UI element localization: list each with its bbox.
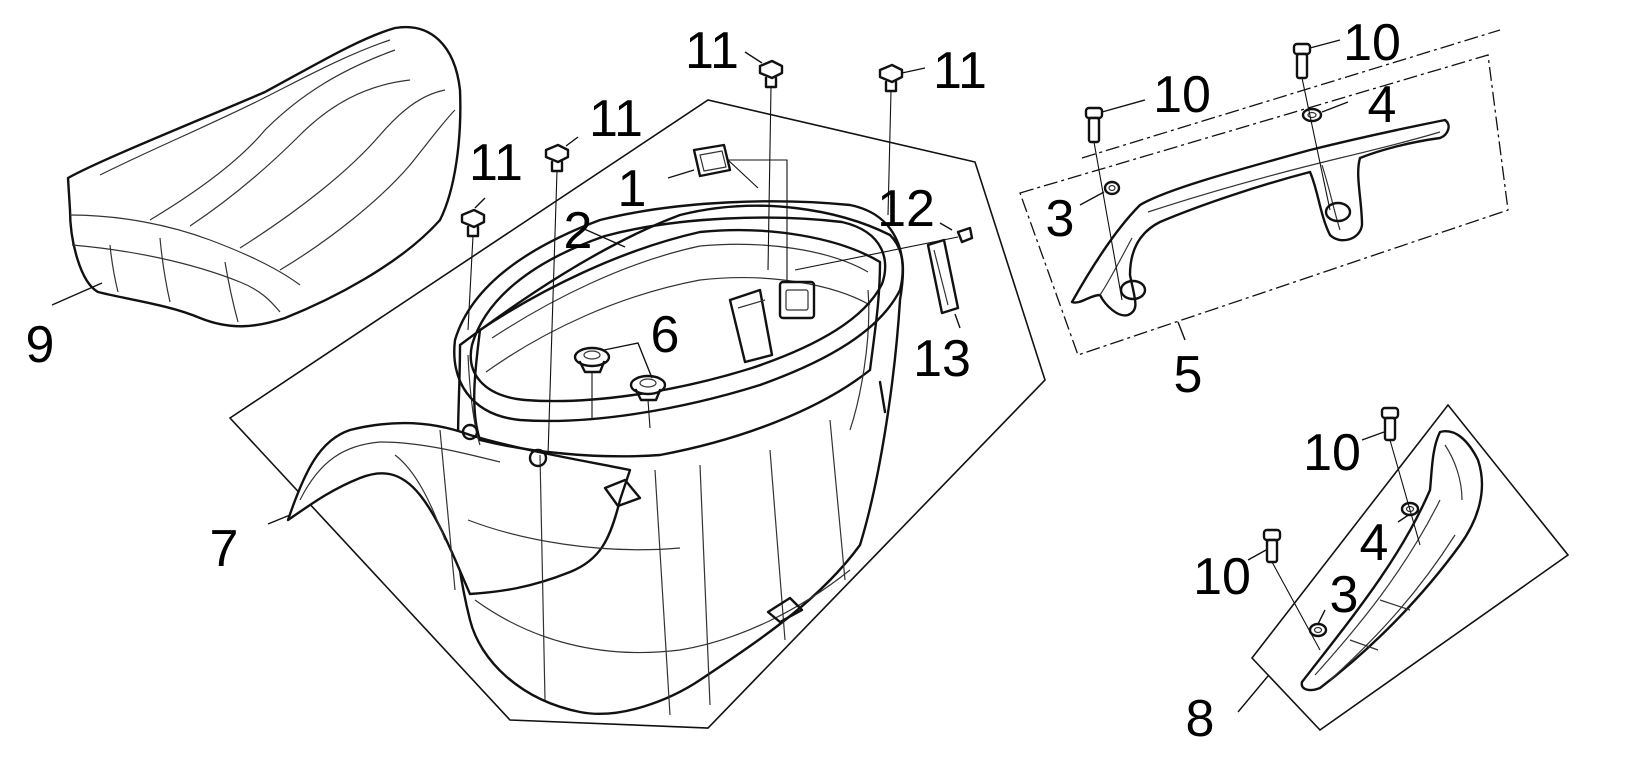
callout-10-c: 10 bbox=[1303, 424, 1361, 482]
callout-12: 12 bbox=[877, 180, 935, 238]
grab-rail-part bbox=[1070, 118, 1450, 317]
callout-3-upper: 3 bbox=[1046, 190, 1075, 248]
callout-4-upper: 4 bbox=[1368, 76, 1397, 134]
handle-part bbox=[1300, 430, 1484, 692]
callout-2: 2 bbox=[564, 202, 593, 260]
callout-11-d: 11 bbox=[933, 42, 987, 100]
storage-compartment-part bbox=[286, 204, 905, 716]
callout-5: 5 bbox=[1174, 346, 1203, 404]
fasteners-upper-group bbox=[1084, 42, 1323, 196]
seat-part bbox=[66, 25, 462, 328]
callout-9: 9 bbox=[26, 316, 55, 374]
callout-7: 7 bbox=[210, 520, 239, 578]
bolt-11-parts bbox=[460, 59, 904, 238]
callout-labels: 1 2 3 3 4 4 5 6 7 8 9 10 10 10 10 11 11 … bbox=[26, 14, 1401, 748]
callout-1: 1 bbox=[618, 160, 647, 218]
callout-10-a: 10 bbox=[1153, 66, 1211, 124]
grommet-part bbox=[692, 143, 732, 178]
part-8-frame bbox=[1250, 403, 1570, 732]
callout-4-lower: 4 bbox=[1360, 514, 1389, 572]
callout-10-d: 10 bbox=[1193, 548, 1251, 606]
callout-6: 6 bbox=[651, 306, 680, 364]
callout-13: 13 bbox=[913, 330, 971, 388]
callout-11-b: 11 bbox=[589, 90, 643, 148]
callout-11-c: 11 bbox=[685, 22, 739, 80]
part-7-frame bbox=[228, 99, 1046, 729]
callout-11-a: 11 bbox=[469, 134, 523, 192]
strip-13-part bbox=[926, 238, 960, 315]
part-5-frame bbox=[1019, 54, 1509, 356]
callout-3-lower: 3 bbox=[1330, 566, 1359, 624]
seal-ring-part bbox=[453, 200, 904, 423]
callout-10-b: 10 bbox=[1343, 14, 1401, 72]
rubber-stopper-parts bbox=[573, 346, 667, 402]
callout-8: 8 bbox=[1186, 690, 1215, 748]
screw-12-part bbox=[956, 226, 974, 244]
